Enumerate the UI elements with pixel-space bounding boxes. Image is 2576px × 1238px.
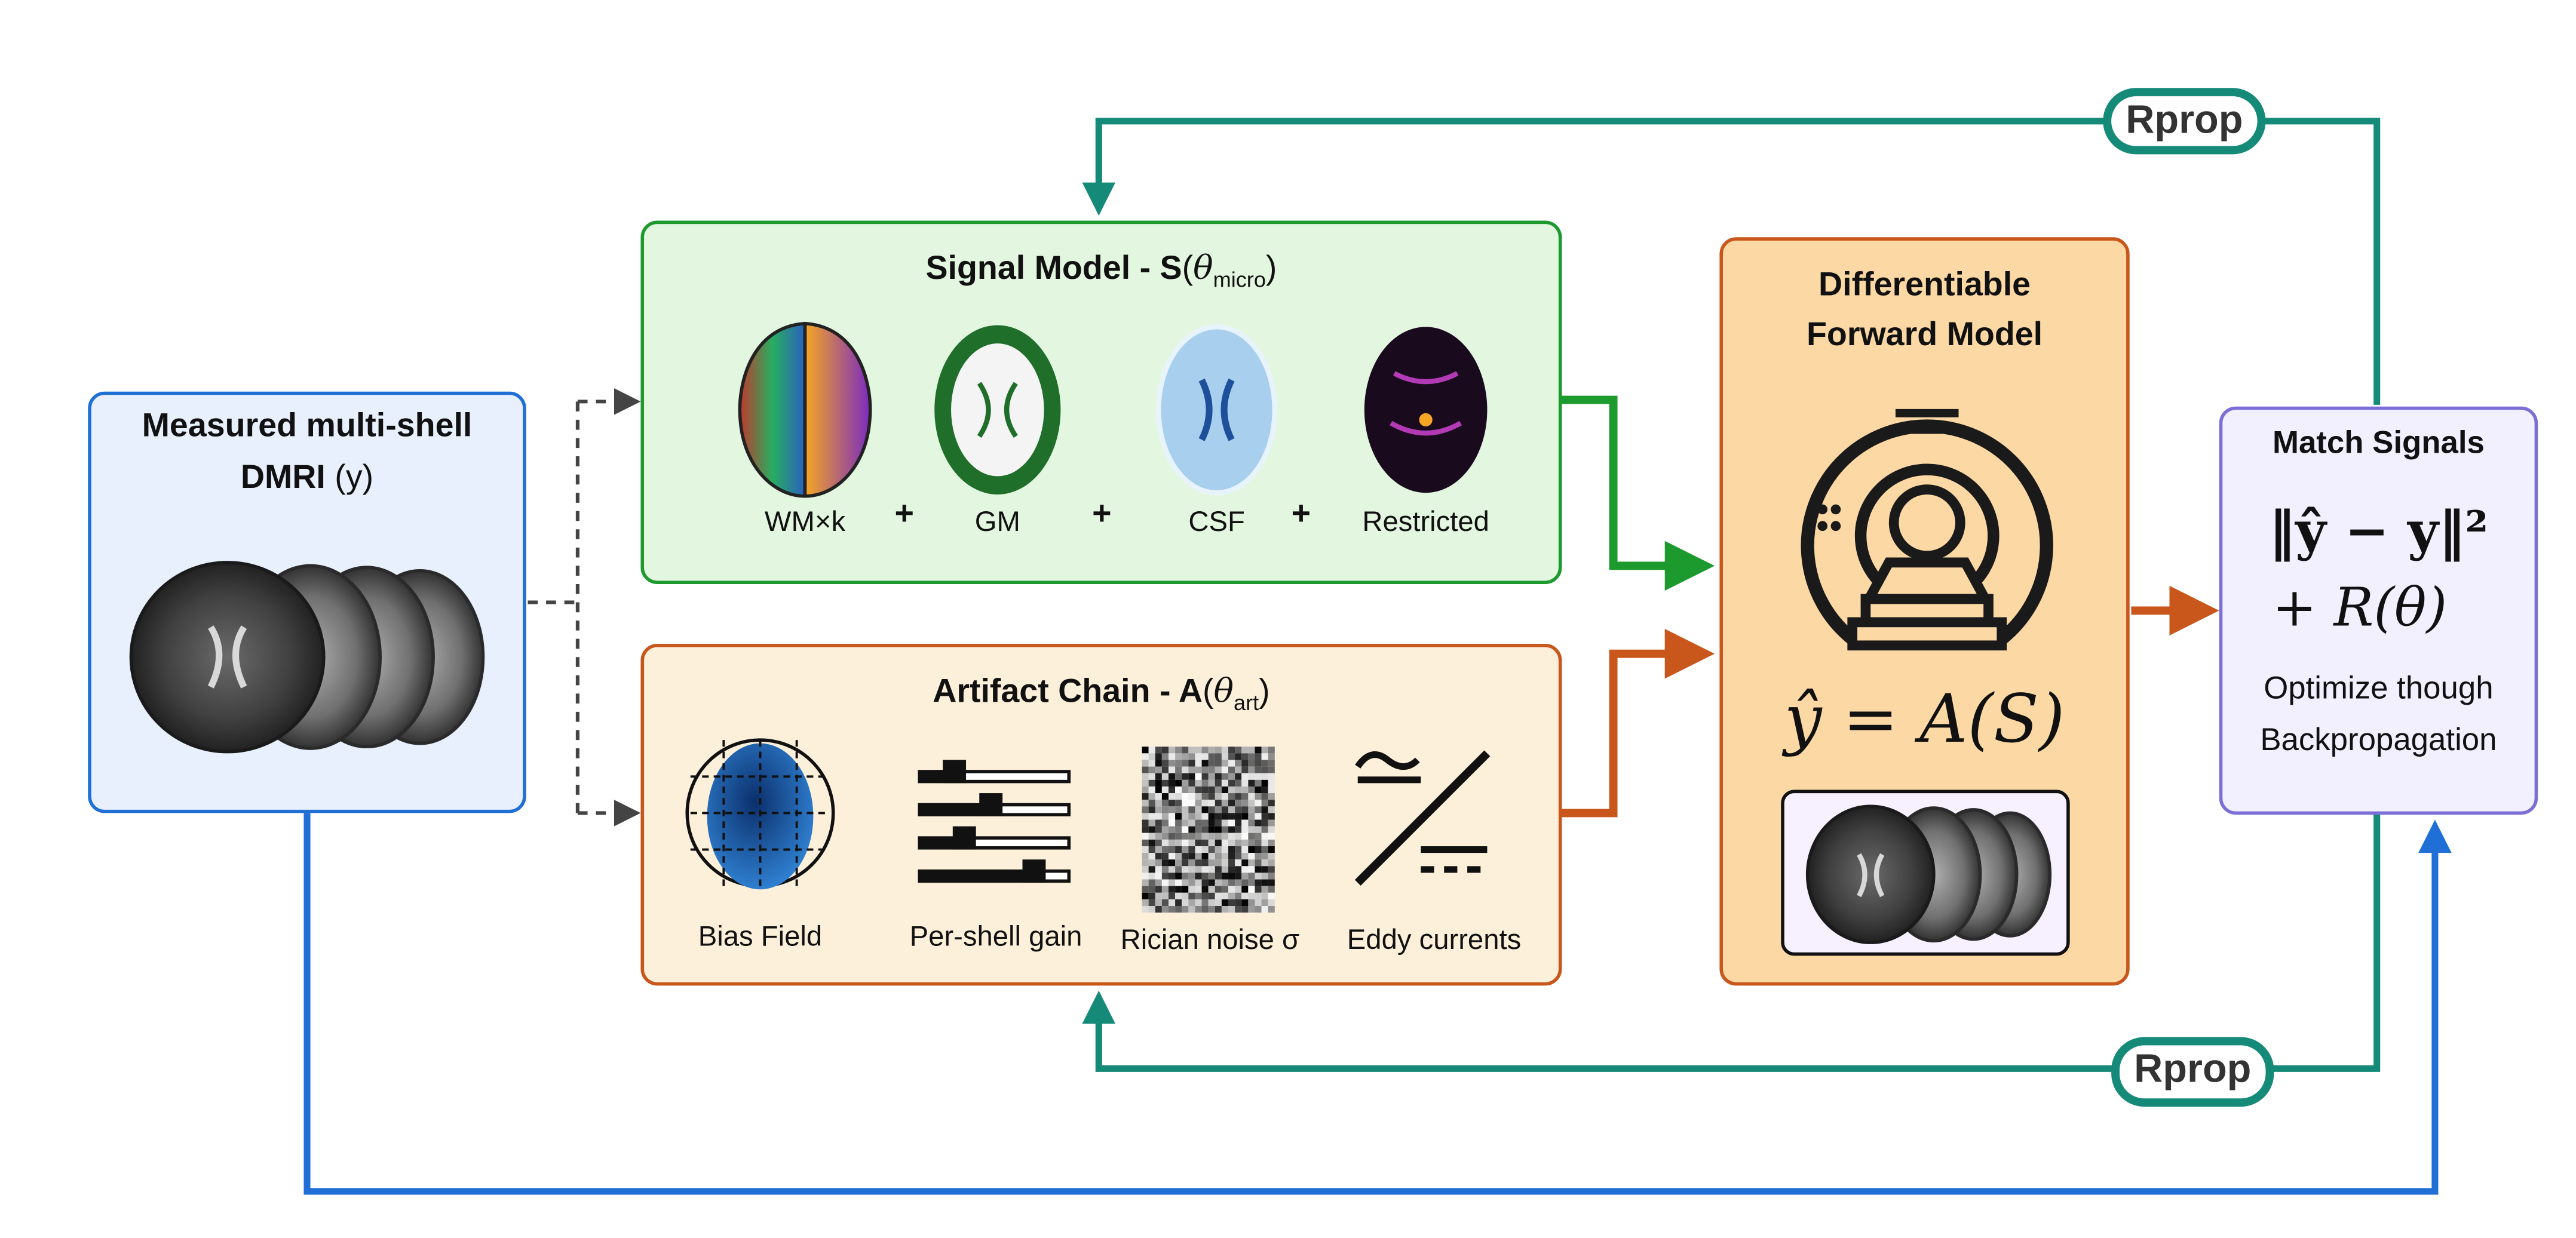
artifact-theta: θ: [1213, 670, 1234, 711]
rprop-bottom-loop: [1082, 813, 2381, 1072]
forward-equation: ŷ = A(S): [1784, 681, 2065, 758]
forward-output-thumbnail: [1781, 790, 2070, 956]
artifact-chain-title: Artifact Chain - A(θart): [933, 670, 1270, 715]
rprop-bottom-label: Rprop: [2111, 1037, 2274, 1107]
plus-3: +: [1291, 496, 1311, 533]
forward-model-box: Differentiable Forward Model ŷ = A(S): [1719, 237, 2130, 986]
per-shell-gain-sliders-icon: [918, 760, 1071, 883]
artifact-component-bias-field: Bias Field: [698, 921, 823, 953]
measured-title-line2: DMRI (y): [91, 460, 523, 498]
measured-title-line1: Measured multi-shell: [142, 408, 473, 445]
restricted-brain-image: [1364, 327, 1488, 493]
artifact-theta-sub: art: [1234, 690, 1259, 715]
artifact-title-bold: Artifact Chain - A: [933, 674, 1203, 711]
match-title: Match Signals: [2272, 426, 2485, 462]
dmri-brain-stack-image: [129, 561, 485, 754]
match-loss-line2: + R(θ): [2272, 576, 2448, 639]
signal-component-restricted: Restricted: [1362, 506, 1489, 538]
wm-fiber-brain-image: [738, 321, 872, 498]
forward-title-line1: Differentiable: [1818, 267, 2031, 304]
gm-brain-image: [934, 325, 1061, 494]
signal-model-box: Signal Model - S(θmicro) WM×k + GM + CSF…: [640, 220, 1562, 584]
signal-title-bold: Signal Model - S: [925, 250, 1182, 287]
plus-1: +: [894, 496, 915, 533]
mri-scanner-icon: [1801, 408, 2053, 651]
plus-2: +: [1092, 496, 1112, 533]
signal-theta: θ: [1193, 247, 1213, 287]
artifact-component-rician-noise: Rician noise σ: [1120, 924, 1300, 956]
signal-component-csf: CSF: [1188, 506, 1245, 538]
rprop-top-label: Rprop: [2103, 88, 2266, 155]
rician-noise-icon: [1142, 747, 1275, 913]
eddy-currents-icon: [1354, 750, 1491, 886]
match-signals-box: Match Signals ‖ŷ − y‖² + R(θ) Optimize t…: [2219, 406, 2538, 815]
measured-title-bold: DMRI: [240, 459, 326, 496]
signal-component-gm: GM: [974, 506, 1020, 538]
bias-field-icon: [685, 738, 835, 890]
rprop-top-loop: [1082, 118, 2381, 405]
match-note-line2: Backpropagation: [2260, 723, 2497, 758]
signal-model-title: Signal Model - S(θmicro): [925, 247, 1277, 292]
artifact-component-per-shell-gain: Per-shell gain: [909, 921, 1082, 953]
match-loss-line1: ‖ŷ − y‖²: [2268, 499, 2489, 563]
match-note-line1: Optimize though: [2264, 672, 2494, 707]
dashed-split-connector: [528, 388, 641, 827]
forward-title-line2: Forward Model: [1806, 317, 2043, 354]
signal-theta-sub: micro: [1213, 267, 1266, 292]
artifact-component-eddy-currents: Eddy currents: [1347, 924, 1522, 956]
measured-to-match-loop: [303, 813, 2452, 1195]
predicted-brain-stack-image: [1805, 804, 2052, 944]
artifact-chain-box: Artifact Chain - A(θart) Bias Field Per-…: [640, 644, 1562, 986]
csf-brain-image: [1156, 324, 1277, 496]
measured-title-rest: (y): [325, 459, 374, 496]
measured-dmri-box: Measured multi-shell DMRI (y): [88, 391, 526, 813]
artifact-to-forward-arrow: [1562, 629, 1715, 818]
signal-to-forward-arrow: [1562, 395, 1715, 591]
signal-component-wm: WM×k: [764, 506, 846, 538]
